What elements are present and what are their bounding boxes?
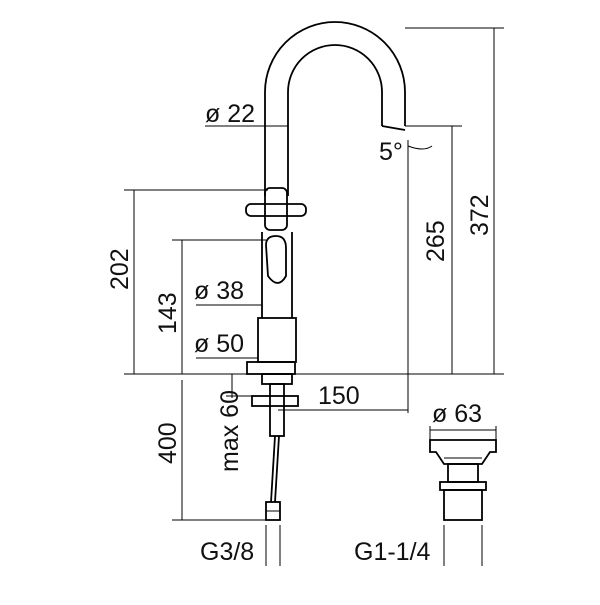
base-diameter-label: ø 50 (194, 330, 244, 358)
waste-diameter-label: ø 63 (432, 400, 482, 428)
cross-handle (245, 187, 307, 231)
spout-height-label: 265 (422, 220, 450, 262)
spout-angle-label: 5° (379, 138, 403, 166)
spout-reach-label: 150 (318, 382, 360, 410)
waste-thread-label: G1-1/4 (354, 538, 431, 566)
body-diameter-label: ø 38 (194, 277, 244, 305)
max-thickness-label: max 60 (216, 390, 244, 472)
supply-thread-label: G3/8 (200, 538, 254, 566)
total-height-label: 372 (466, 194, 494, 236)
faucet-body (246, 232, 297, 375)
dimension-lines (124, 27, 504, 566)
spout-outline (264, 21, 406, 196)
mounting-assembly (251, 373, 299, 521)
spout-diameter-label: ø 22 (205, 100, 255, 128)
below-counter-length-label: 400 (154, 422, 182, 464)
body-height-label: 143 (154, 292, 182, 334)
handle-height-label: 202 (106, 248, 134, 290)
waste-drain (429, 439, 497, 521)
dimension-labels: ø 22 5° 265 372 202 143 ø 38 ø 50 400 ma… (106, 100, 494, 566)
